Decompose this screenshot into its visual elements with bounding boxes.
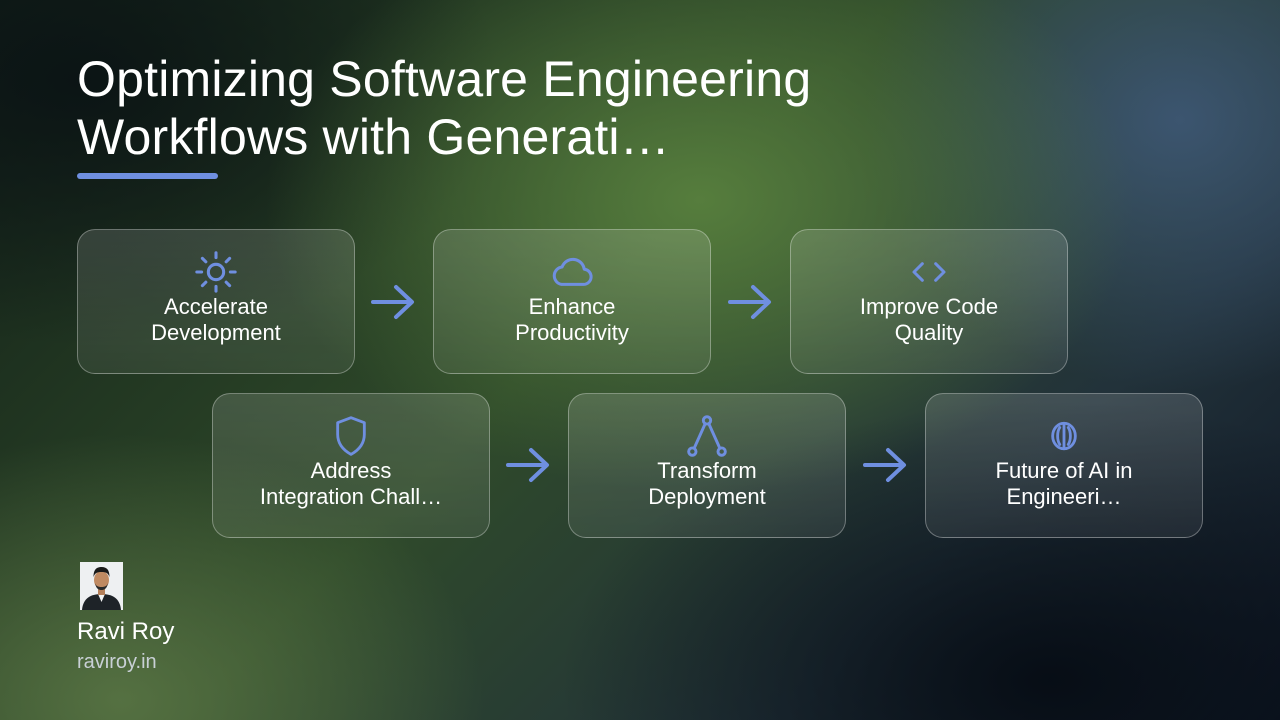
git-branch-icon [684, 415, 730, 457]
slide-title-line-1: Optimizing Software Engineering [77, 51, 812, 107]
card-label: Enhance Productivity [515, 294, 629, 345]
card-improve-code-quality: Improve Code Quality [790, 229, 1068, 374]
arrow-right-icon [506, 448, 549, 482]
author-name: Ravi Roy [77, 618, 175, 645]
card-transform-deployment: Transform Deployment [568, 393, 846, 538]
sun-icon [193, 251, 239, 293]
code-icon [906, 251, 952, 293]
arrow-right-icon [371, 285, 414, 319]
slide-title-line-2: Workflows with Generati… [77, 109, 670, 165]
brain-icon [1041, 415, 1087, 457]
card-accelerate-development: Accelerate Development [77, 229, 355, 374]
card-address-integration: Address Integration Chall… [212, 393, 490, 538]
author-website: raviroy.in [77, 651, 157, 673]
author-avatar [80, 562, 123, 610]
card-label: Accelerate Development [151, 294, 281, 345]
card-label: Improve Code Quality [859, 294, 999, 345]
arrow-right-icon [863, 448, 906, 482]
shield-icon [328, 415, 374, 457]
card-label: Future of AI in Engineeri… [995, 458, 1133, 509]
card-future-of-ai: Future of AI in Engineeri… [925, 393, 1203, 538]
cloud-icon [549, 251, 595, 293]
card-label: Transform Deployment [648, 458, 766, 509]
arrow-right-icon [728, 285, 771, 319]
slide-title: Optimizing Software Engineering Workflow… [77, 50, 977, 166]
card-label: Address Integration Chall… [259, 458, 443, 509]
title-underline [77, 173, 218, 179]
card-enhance-productivity: Enhance Productivity [433, 229, 711, 374]
